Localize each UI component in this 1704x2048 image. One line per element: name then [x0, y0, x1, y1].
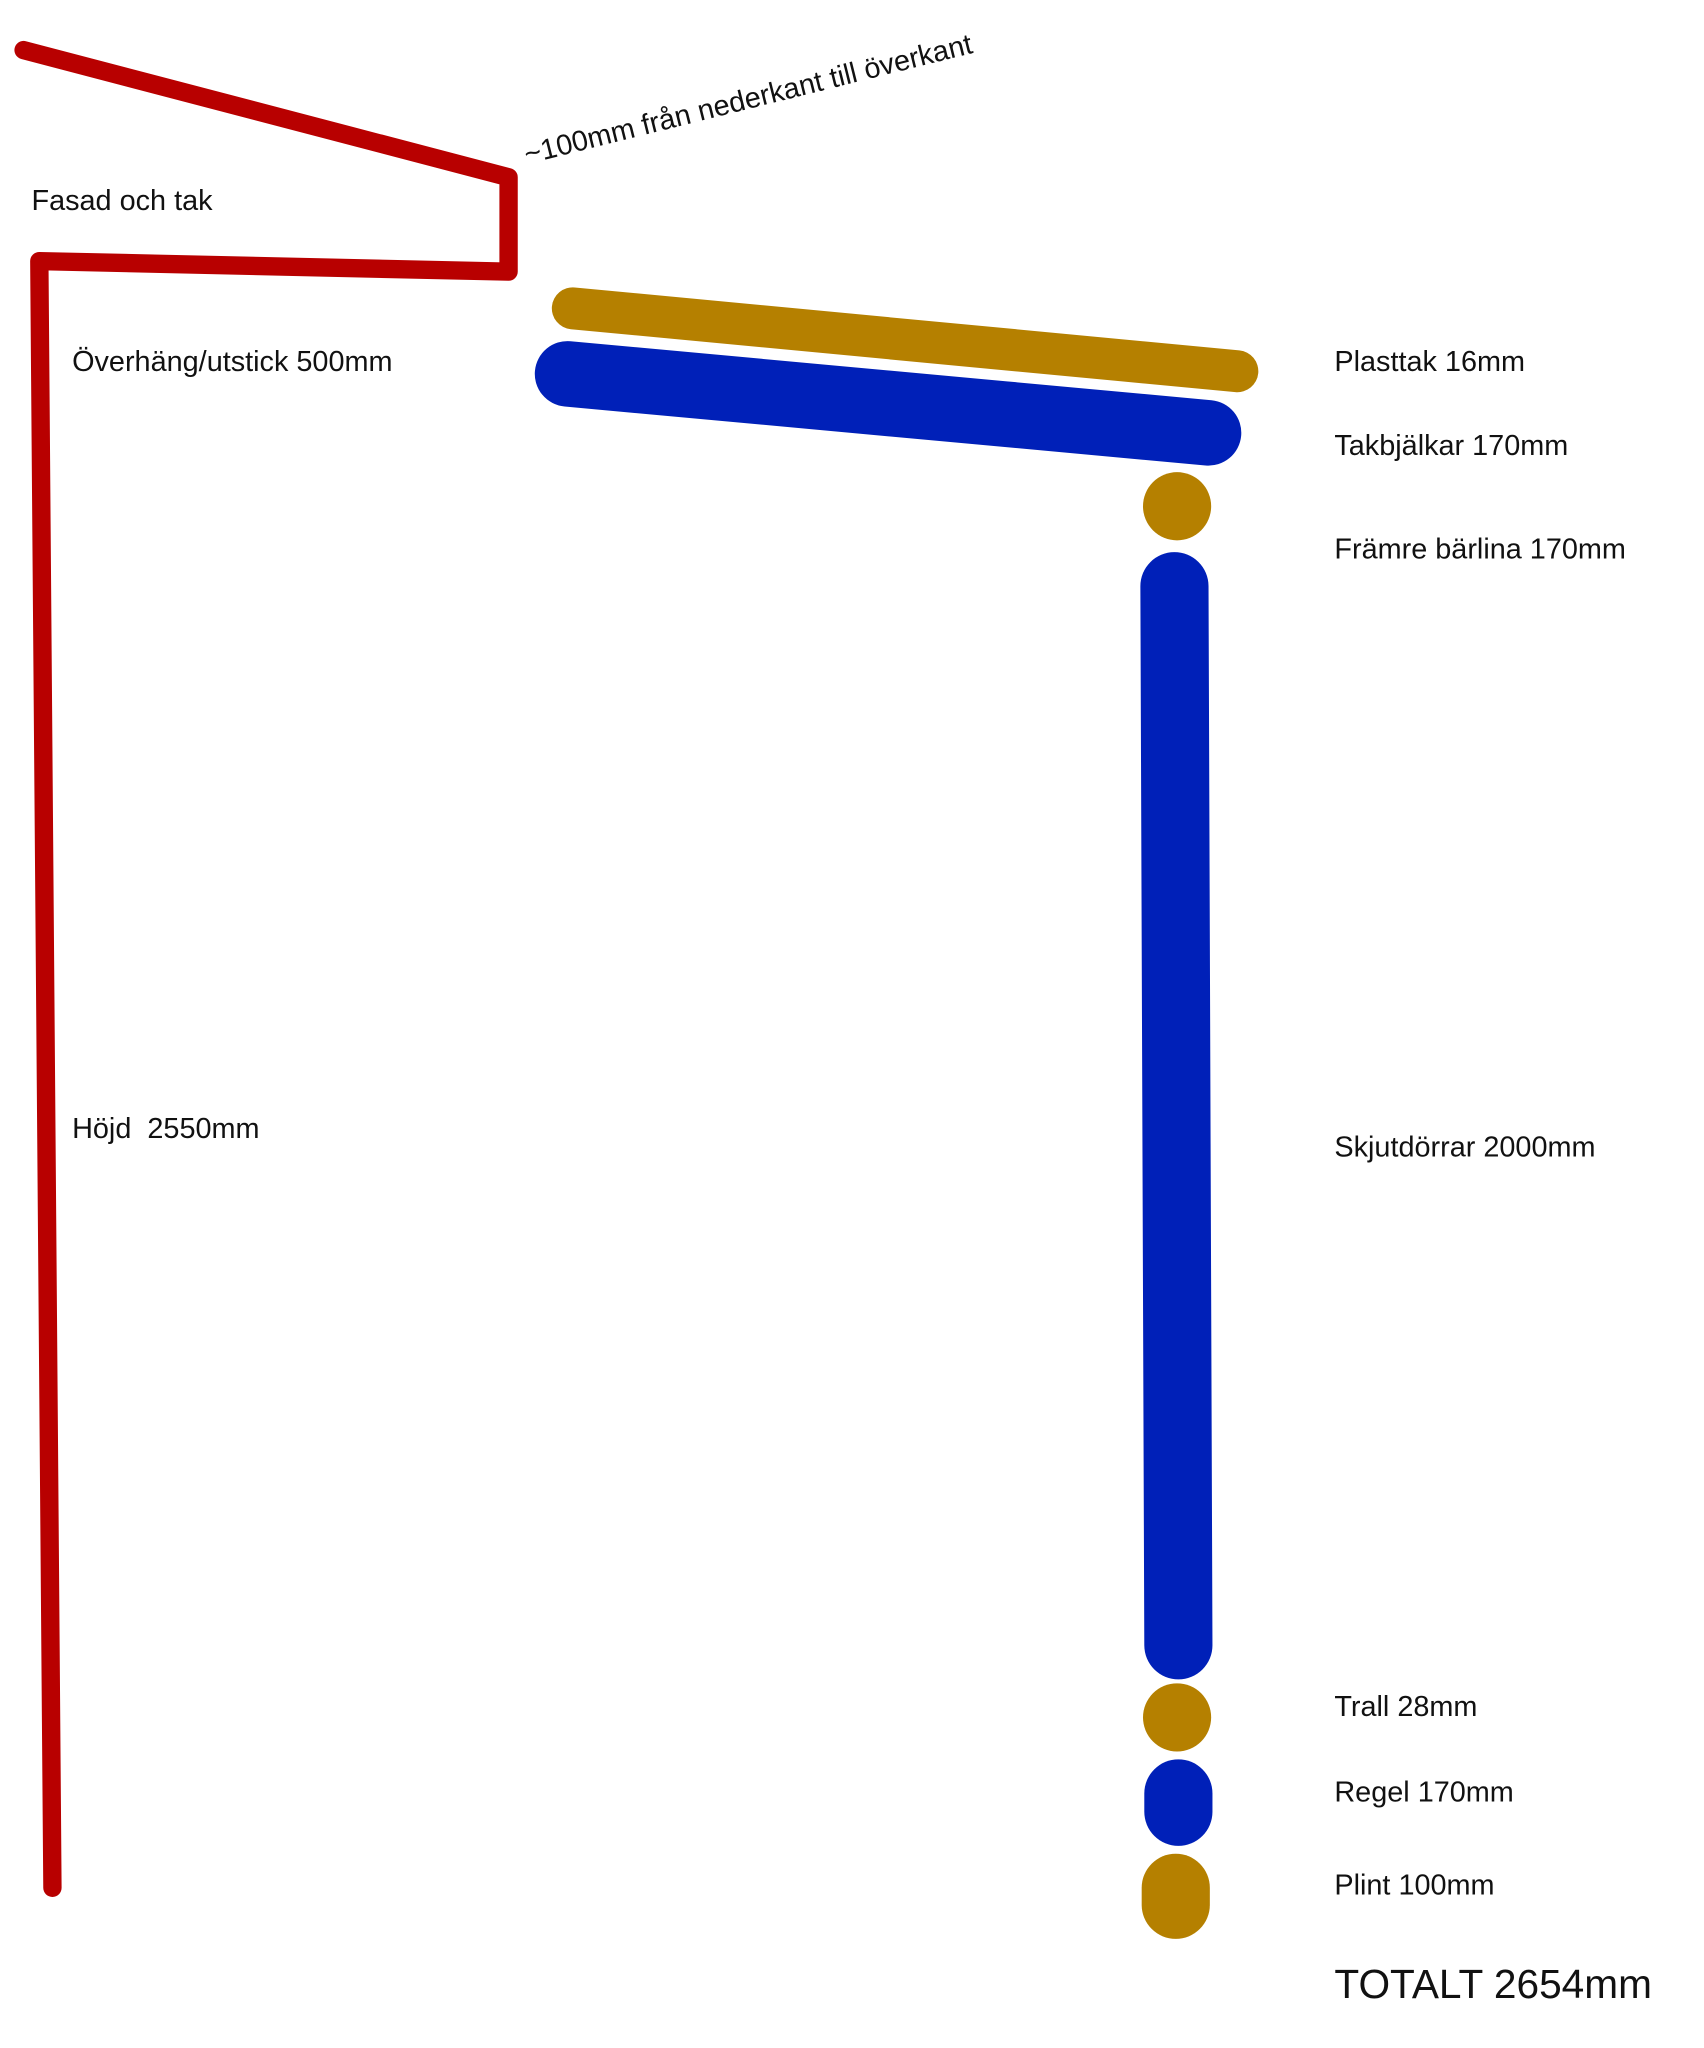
label-height: Höjd 2550mm	[72, 1113, 259, 1145]
label-facade: Fasad och tak	[31, 185, 213, 217]
label-regel: Regel 170mm	[1334, 1776, 1513, 1808]
label-trall: Trall 28mm	[1334, 1691, 1477, 1723]
trall-circle	[1142, 1683, 1212, 1752]
skjutdorrar-bar	[1140, 552, 1213, 1680]
plasttak-bar	[551, 287, 1259, 393]
label-plasttak: Plasttak 16mm	[1334, 346, 1525, 378]
label-overhang: Överhäng/utstick 500mm	[72, 346, 392, 378]
label-takbjalkar: Takbjälkar 170mm	[1334, 430, 1568, 462]
barlina-circle	[1142, 472, 1212, 541]
facade-roof-outline	[14, 40, 518, 1897]
label-barlina: Främre bärlina 170mm	[1334, 534, 1626, 566]
label-plint: Plint 100mm	[1334, 1869, 1494, 1901]
label-total: TOTALT 2654mm	[1334, 1961, 1652, 2007]
label-gap: ~100mm från nederkant till överkant	[521, 28, 976, 170]
takbjalkar-bar	[534, 341, 1242, 466]
label-skjutdorrar: Skjutdörrar 2000mm	[1334, 1131, 1595, 1163]
